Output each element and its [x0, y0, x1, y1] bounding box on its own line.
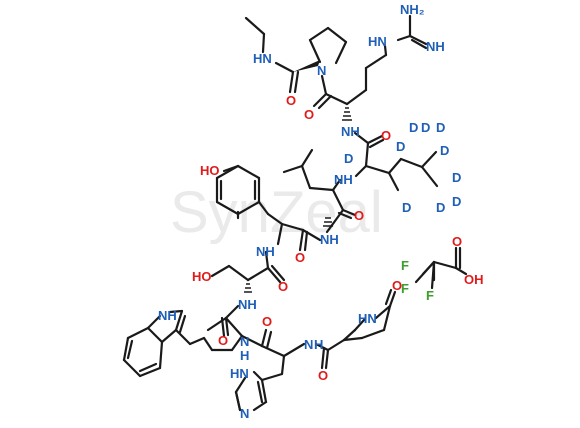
deuterated-leucine-fragment	[353, 131, 439, 192]
d1-label: D	[344, 151, 353, 166]
d9-label: D	[436, 200, 445, 215]
n-proline-label: N	[317, 63, 326, 78]
nh-ser-label: NH	[238, 297, 257, 312]
d7-label: D	[452, 170, 461, 185]
hn-pglu-label: HN	[358, 311, 377, 326]
nh-pglu-amide-label: N	[304, 337, 313, 352]
hn-ethyl-label: HN	[253, 51, 272, 66]
d5-label: D	[440, 143, 449, 158]
o-arg-label: O	[304, 107, 314, 122]
nh-leu-d-label: NH	[334, 172, 353, 187]
o-leu-label: O	[354, 208, 364, 223]
o-trp-label: O	[218, 333, 228, 348]
o-leu-d-label: O	[381, 128, 391, 143]
h-pglu-amide-label: H	[314, 337, 323, 352]
o-tfa-label: O	[452, 234, 462, 249]
leucine-fragment	[282, 148, 357, 242]
o-pglu-label: O	[392, 278, 402, 293]
ethyl-proline-fragment	[244, 16, 349, 110]
d2-label: D	[409, 120, 418, 135]
d6-label: D	[436, 120, 445, 135]
o-pglu-amide-label: O	[318, 368, 328, 383]
hn-guanidine-label: HN	[368, 34, 387, 49]
f1-label: F	[401, 258, 409, 273]
ho-ser-label: HO	[192, 269, 212, 284]
histidine-fragment	[234, 328, 306, 412]
d10-label: D	[402, 200, 411, 215]
atom-labels: NH₂ HN NH HN O N O NH O NH O NH HO NH O …	[158, 2, 484, 421]
hn-his-label: HN	[230, 366, 249, 381]
f3-label: F	[426, 288, 434, 303]
d8-label: D	[452, 194, 461, 209]
f2-label: F	[401, 281, 409, 296]
nh-guanidine-label: NH	[426, 39, 445, 54]
d4-label: D	[396, 139, 405, 154]
tryptophan-fragment	[122, 309, 264, 378]
o-tyr-label: O	[295, 250, 305, 265]
o-proline-label: O	[286, 93, 296, 108]
nh-tyr-label: NH	[256, 244, 275, 259]
nh2-label: NH₂	[400, 2, 425, 17]
n-his-label: N	[240, 406, 249, 421]
oh-tfa-label: OH	[464, 272, 484, 287]
tfa-fragment	[414, 246, 468, 290]
tyrosine-fragment	[215, 164, 309, 284]
ho-tyr-label: HO	[200, 163, 220, 178]
h-trp-label: H	[240, 348, 249, 363]
o-his-label: O	[262, 314, 272, 329]
nh-leu-label: NH	[320, 232, 339, 247]
nh-indole-label: NH	[158, 308, 177, 323]
nh-arg-label: NH	[341, 124, 360, 139]
arginine-fragment	[342, 14, 428, 121]
pyroglutamate-fragment	[314, 288, 397, 370]
d3-label: D	[421, 120, 430, 135]
n-trp-label: N	[240, 334, 249, 349]
o-ser-label: O	[278, 279, 288, 294]
